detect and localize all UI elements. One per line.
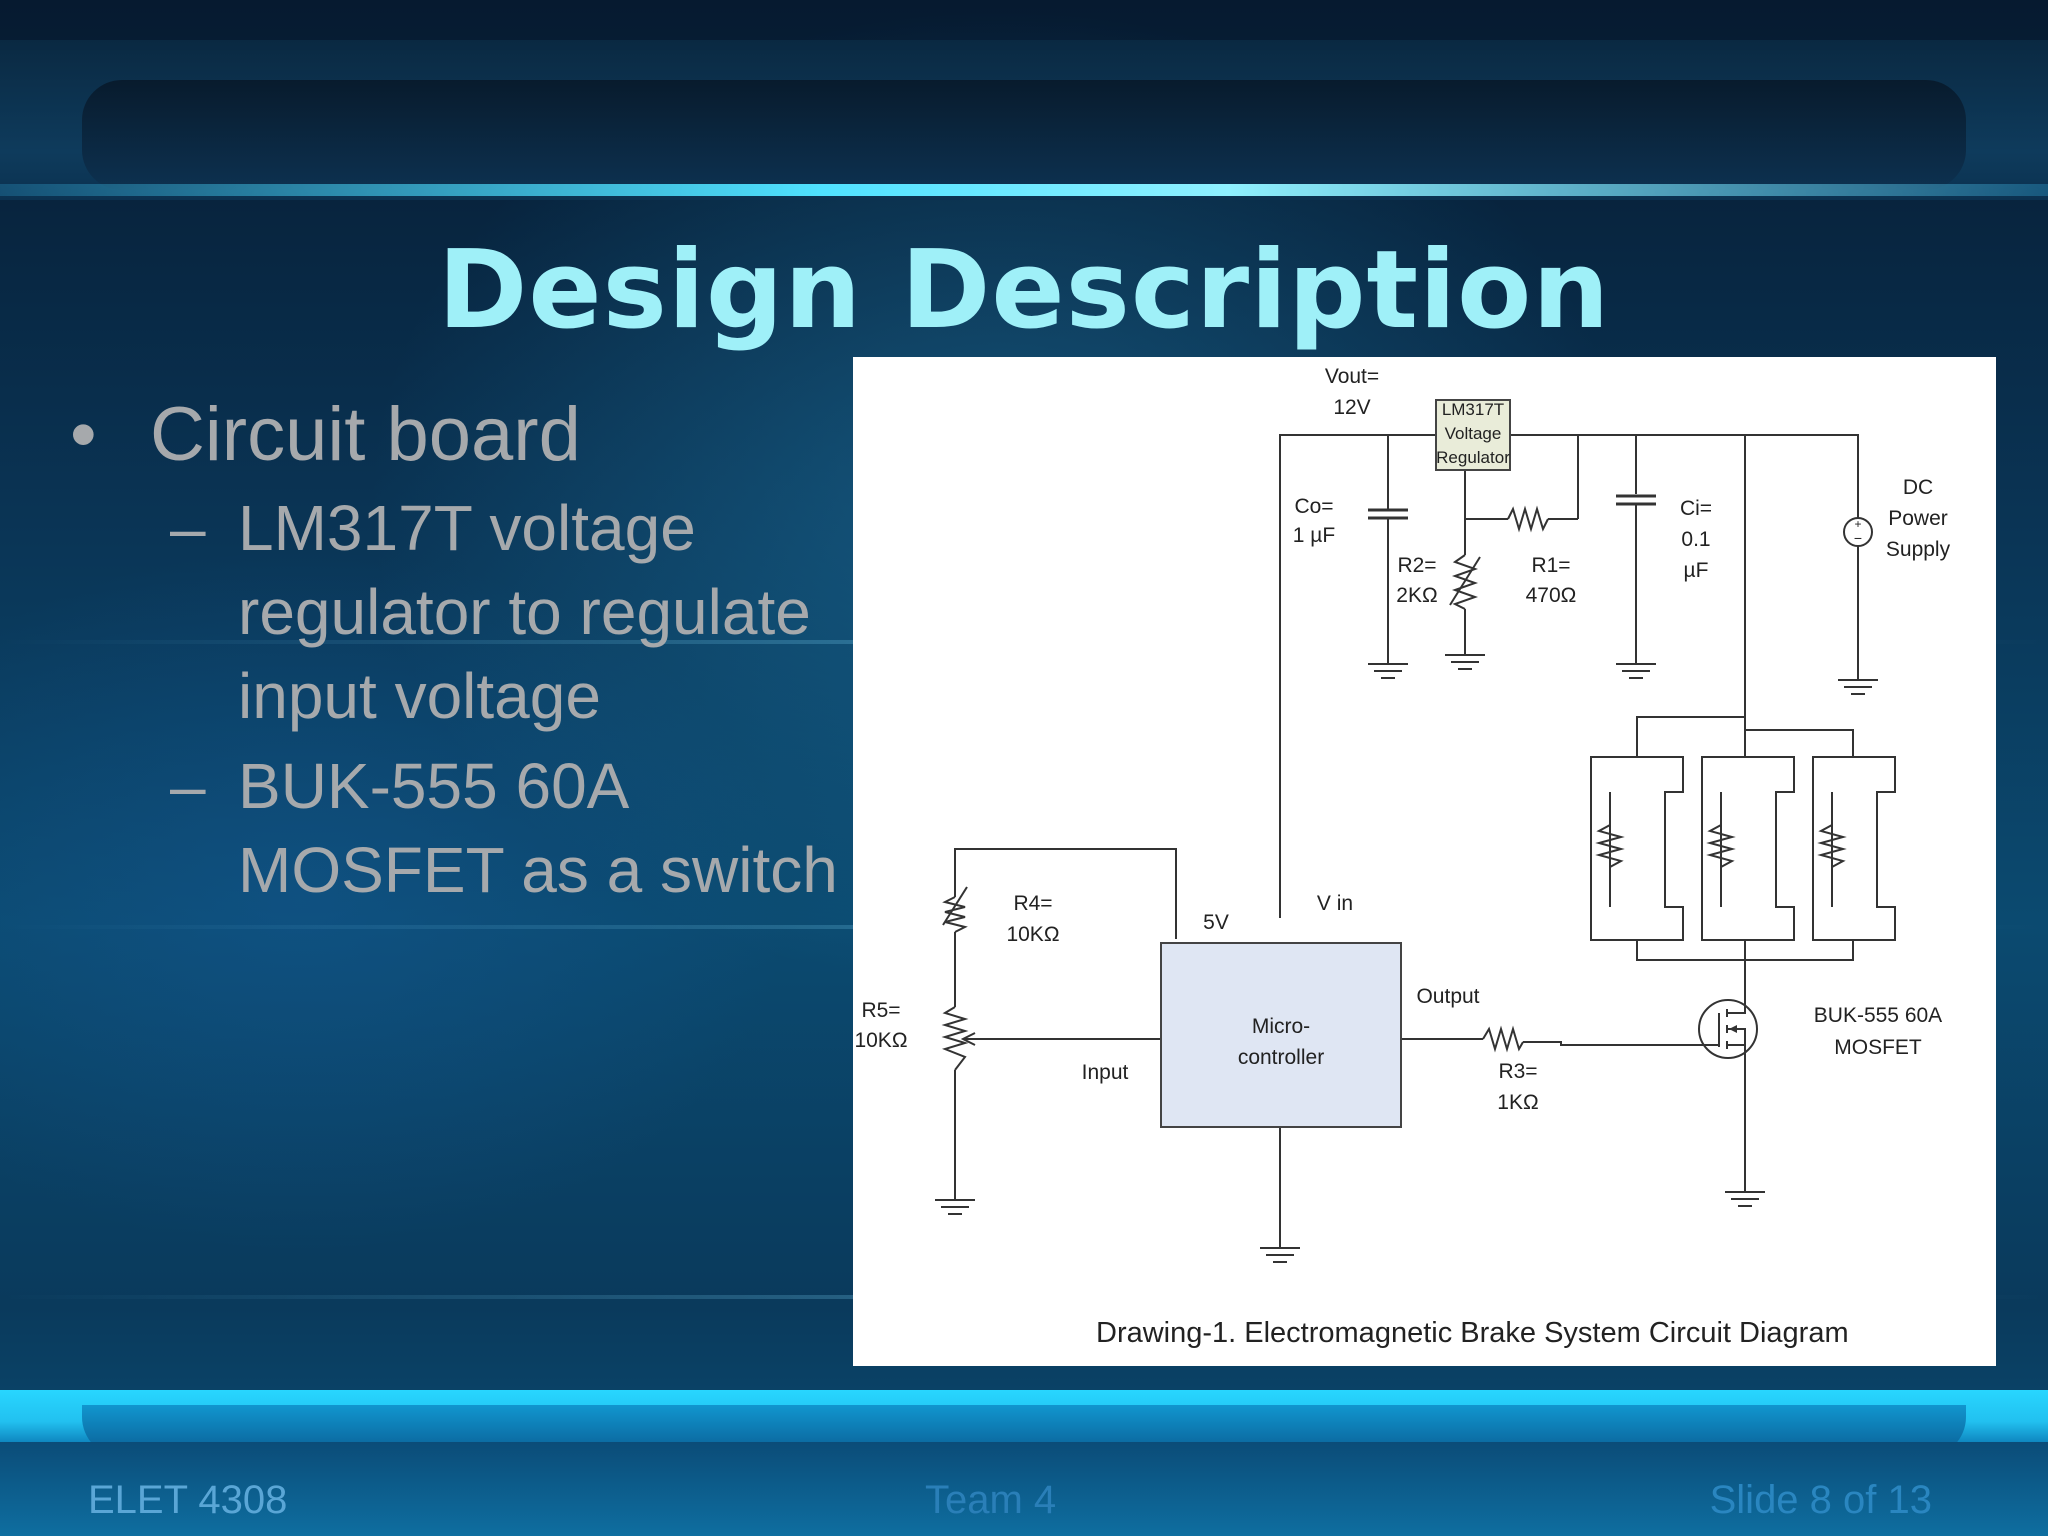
header-bar xyxy=(82,80,1966,190)
regulator-label-3: Regulator xyxy=(1436,448,1510,467)
footer-slide-number: Slide 8 of 13 xyxy=(1709,1478,1932,1522)
regulator-box xyxy=(1435,399,1511,471)
plus-sign-icon: + xyxy=(1854,517,1861,531)
sub-bullet-text: LM317T voltage regulator to regulate inp… xyxy=(238,492,811,732)
footer-team: Team 4 xyxy=(925,1478,1057,1522)
coil-block-3 xyxy=(1812,756,1896,941)
r4-label: R4= xyxy=(1013,892,1052,915)
sub-bullet-item: – LM317T voltage regulator to regulate i… xyxy=(70,486,870,738)
footer-area xyxy=(0,1442,2048,1536)
dash-icon: – xyxy=(170,492,206,564)
dash-icon: – xyxy=(170,750,206,822)
r3-value: 1KΩ xyxy=(1497,1091,1538,1114)
r4-value: 10KΩ xyxy=(1006,923,1059,946)
ground-icon xyxy=(935,1199,975,1215)
vout-value: 12V xyxy=(1333,396,1370,419)
label-vin: V in xyxy=(1317,892,1353,915)
co-label: Co= xyxy=(1294,495,1333,518)
circuit-svg: LM317T Voltage Regulator + − xyxy=(854,365,1951,1349)
label-5v: 5V xyxy=(1203,911,1229,934)
co-value: 1 µF xyxy=(1293,524,1335,547)
slide-title: Design Description xyxy=(437,228,1611,353)
resistor-r3 xyxy=(1482,1025,1524,1053)
r4-variable-arrow xyxy=(942,886,968,926)
r5-value: 10KΩ xyxy=(854,1029,907,1052)
r5-wiper-arrow-icon xyxy=(960,1032,976,1046)
ci-value: 0.1 xyxy=(1681,528,1710,551)
r5-label: R5= xyxy=(861,999,900,1022)
dc-label-2: Power xyxy=(1888,507,1948,530)
microcontroller-label-2: controller xyxy=(1238,1046,1324,1069)
mosfet-label-1: BUK-555 60A xyxy=(1814,1004,1942,1027)
mosfet-arrow-icon xyxy=(1729,1025,1737,1033)
ground-icon xyxy=(1445,654,1485,670)
r1-value: 470Ω xyxy=(1526,584,1577,607)
circuit-diagram: LM317T Voltage Regulator + − xyxy=(853,357,1996,1366)
dc-label-1: DC xyxy=(1903,476,1933,499)
regulator-label-2: Voltage xyxy=(1445,424,1502,443)
resistor-r2 xyxy=(1451,554,1479,610)
r2-label: R2= xyxy=(1397,554,1436,577)
bullet-item: • Circuit board xyxy=(70,390,870,480)
dc-label-3: Supply xyxy=(1886,538,1951,561)
mosfet-icon xyxy=(1698,997,1758,1063)
bullet-dot-icon: • xyxy=(70,392,97,477)
r2-value: 2KΩ xyxy=(1396,584,1437,607)
coil-block-1 xyxy=(1590,756,1684,941)
footer-course: ELET 4308 xyxy=(88,1478,288,1522)
bullet-list: • Circuit board – LM317T voltage regulat… xyxy=(70,390,870,912)
dc-source-icon xyxy=(1843,517,1873,547)
mosfet-label-2: MOSFET xyxy=(1834,1036,1922,1059)
regulator-label-1: LM317T xyxy=(1442,400,1504,419)
bullet-text: Circuit board xyxy=(150,392,581,477)
capacitor-ci xyxy=(1616,494,1656,506)
resistor-r1 xyxy=(1507,505,1549,533)
r2-variable-arrow xyxy=(1449,556,1481,606)
ground-icon xyxy=(1725,1191,1765,1207)
microcontroller-box xyxy=(1160,942,1402,1128)
coil-block-2 xyxy=(1701,756,1795,941)
ground-icon xyxy=(1838,679,1878,695)
resistor-r4 xyxy=(942,896,968,933)
microcontroller-label-1: Micro- xyxy=(1252,1015,1310,1038)
ground-icon xyxy=(1616,663,1656,679)
resistor-r5 xyxy=(941,1006,969,1071)
header-glow-line xyxy=(0,184,2048,196)
minus-sign-icon: − xyxy=(1854,530,1862,546)
ground-icon xyxy=(1368,663,1408,679)
ci-label: Ci= xyxy=(1680,497,1712,520)
r1-label: R1= xyxy=(1531,554,1570,577)
sub-bullet-item: – BUK-555 60A MOSFET as a switch xyxy=(70,744,870,912)
r3-label: R3= xyxy=(1498,1060,1537,1083)
ground-icon xyxy=(1260,1247,1300,1263)
sub-bullet-text: BUK-555 60A MOSFET as a switch xyxy=(238,750,838,906)
ci-unit: µF xyxy=(1684,559,1709,582)
label-input: Input xyxy=(1082,1061,1129,1084)
label-output: Output xyxy=(1416,985,1479,1008)
capacitor-co xyxy=(1368,508,1408,520)
vout-label: Vout= xyxy=(1325,365,1379,388)
diagram-caption: Drawing-1. Electromagnetic Brake System … xyxy=(1096,1317,1849,1349)
